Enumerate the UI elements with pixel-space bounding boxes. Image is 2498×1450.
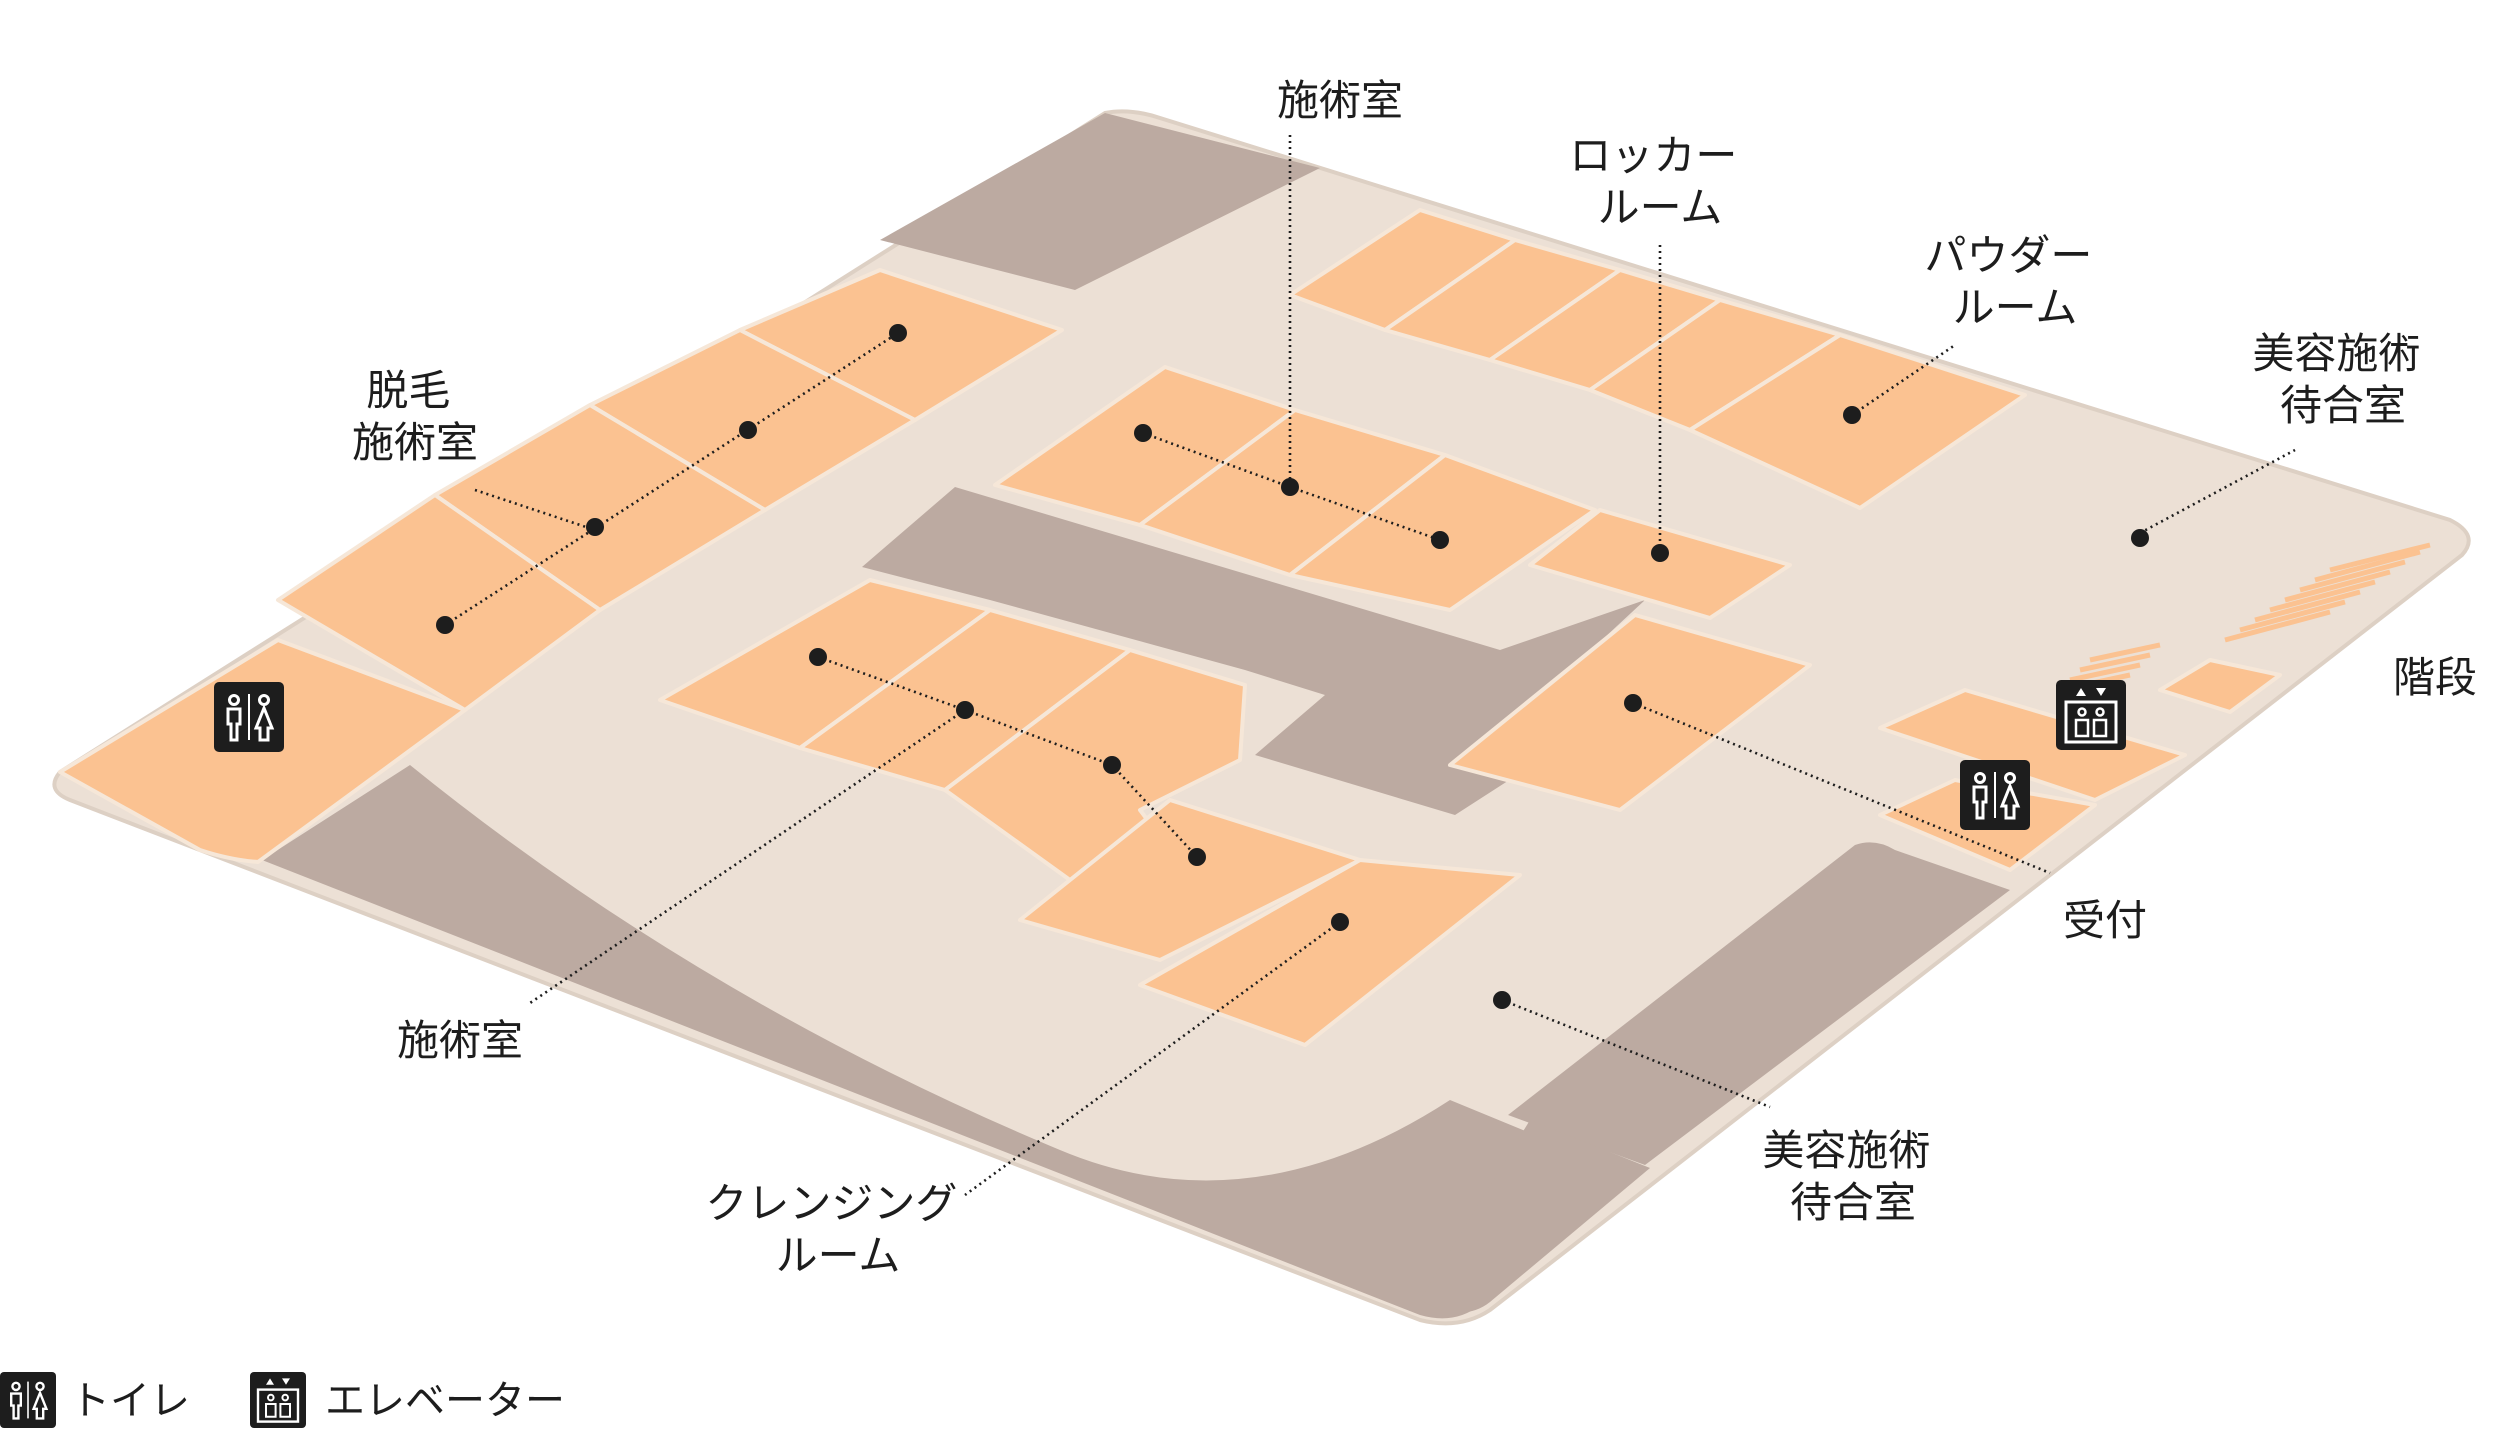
map-labels: 施術室 ロッカー ルーム パウダー ルーム 美容施術 待合室 脱毛 施術室 階段… (352, 76, 2477, 1280)
legend-elevator-label: エレベーター (325, 1378, 565, 1424)
service-area-bottom-right-upper (1508, 842, 2010, 1165)
central-core (862, 487, 1645, 815)
label-beauty-waiting-bottom: 美容施術 待合室 (1762, 1126, 1943, 1227)
label-beauty-waiting-right: 美容施術 待合室 (2252, 329, 2433, 430)
label-powder-room: パウダー ルーム (1924, 231, 2105, 332)
elevator-icon (2056, 680, 2126, 750)
label-reception: 受付 (2063, 896, 2147, 945)
room-locker-5 (1528, 508, 1792, 620)
label-hair-removal-room: 脱毛 施術室 (352, 366, 478, 467)
rooms (58, 208, 2282, 1047)
legend: トイレ エレベーター (0, 1372, 565, 1428)
service-area-bottom-left (262, 765, 1535, 1319)
toilet-icon (1960, 760, 2030, 830)
room-reception-block (1448, 613, 1812, 812)
service-areas (262, 113, 2010, 1319)
room-treatment-bottom-2 (1138, 858, 1522, 1047)
label-cleansing-room: クレンジング ルーム (705, 1179, 970, 1280)
service-area-bottom-right-lower (1420, 1120, 1650, 1313)
location-markers (436, 324, 2149, 1009)
room-small-right-3 (2158, 658, 2282, 714)
toilet-icon (0, 1372, 56, 1428)
label-treatment-room-top: 施術室 (1277, 76, 1403, 125)
room-hair-removal-4 (276, 493, 602, 712)
label-treatment-room-bottom: 施術室 (397, 1016, 523, 1065)
legend-toilet-label: トイレ (70, 1378, 190, 1424)
toilet-icon (214, 682, 284, 752)
service-area-top-left (880, 113, 1320, 290)
label-stairs: 階段 (2393, 653, 2477, 702)
label-locker-room: ロッカー ルーム (1569, 131, 1750, 232)
elevator-icon (250, 1372, 306, 1428)
